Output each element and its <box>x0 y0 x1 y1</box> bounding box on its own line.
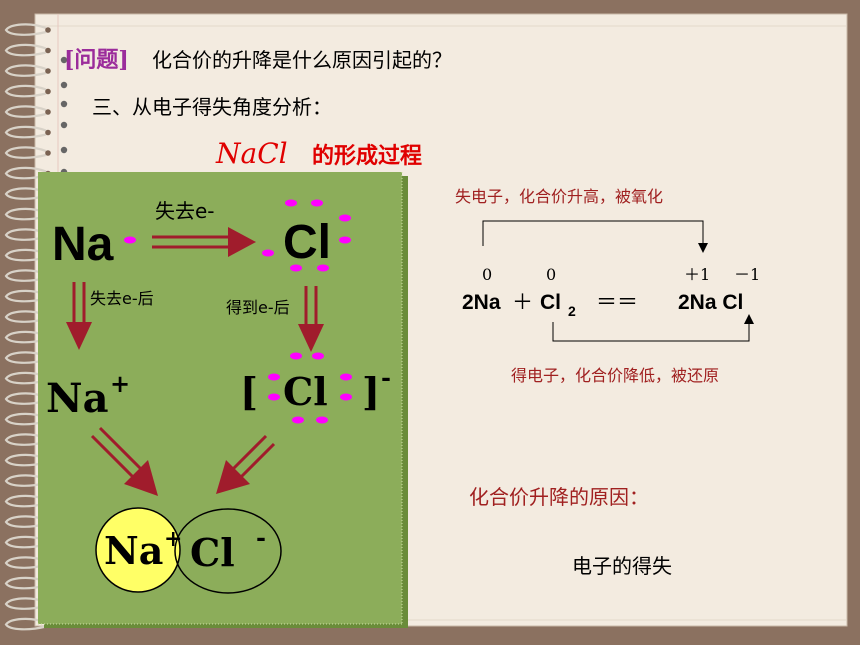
spiral-ring <box>4 351 47 364</box>
product-cl-ion-circle <box>174 508 282 594</box>
spiral-ring <box>4 289 47 303</box>
spiral-hole <box>45 27 51 33</box>
spiral-ring <box>4 433 47 446</box>
equation-rhs: 2Na Cl <box>678 291 743 314</box>
spiral-ring <box>4 64 47 77</box>
gain-electron-annotation: 得电子，化合价降低，被还原 <box>511 366 719 385</box>
bullet-dot <box>60 81 68 89</box>
reduction-bracket <box>552 314 754 342</box>
section-heading: 三、从电子得失角度分析： <box>92 95 332 119</box>
after-gain-label: 得到e-后 <box>226 298 290 317</box>
spiral-ring <box>4 617 47 631</box>
lose-electron-label: 失去e- <box>155 199 215 223</box>
spiral-binding <box>4 23 51 631</box>
spiral-hole <box>45 47 51 54</box>
question-text: 化合价的升降是什么原因引起的？ <box>152 48 452 72</box>
spiral-ring <box>4 392 47 405</box>
spiral-hole <box>45 150 51 156</box>
cl-ion-diagonal-arrow <box>216 434 276 494</box>
spiral-ring <box>4 23 47 36</box>
equation-arrow: ＝＝ <box>596 290 638 314</box>
cl-ion-charge: - <box>381 363 391 392</box>
question-tag: [问题] <box>64 47 129 73</box>
spiral-ring <box>4 453 47 467</box>
spiral-ring <box>4 207 47 221</box>
equation-plus: ＋ <box>512 290 533 314</box>
product-na-charge: + <box>164 526 182 552</box>
spiral-ring <box>4 125 47 139</box>
spiral-ring <box>4 269 47 282</box>
na-down-arrow <box>66 282 92 350</box>
spiral-hole <box>45 68 51 74</box>
spiral-ring <box>4 597 47 610</box>
bullet-dot <box>60 56 68 64</box>
spiral-ring <box>4 43 47 57</box>
cl-ion-open-bracket: [ <box>240 369 258 414</box>
cl-down-arrow <box>298 286 324 352</box>
spiral-ring <box>4 556 47 569</box>
product-na-ion-circle <box>95 507 181 593</box>
na-ion-diagonal-arrow <box>90 426 158 496</box>
product-cl-symbol: Cl <box>190 530 235 575</box>
reason-question: 化合价升降的原因： <box>469 485 649 509</box>
spiral-ring <box>4 105 47 118</box>
cl-ion-close-bracket: ] <box>362 369 380 414</box>
spiral-ring <box>4 166 47 180</box>
ox-state-cl: 0 <box>546 265 556 284</box>
cl-ion-symbol: Cl <box>283 369 328 414</box>
bullet-dot <box>60 100 68 108</box>
cl-electrons <box>262 199 351 272</box>
cl-atom: Cl <box>283 216 331 269</box>
bullet-dots <box>60 56 68 176</box>
bullet-dot <box>60 146 68 154</box>
na-atom: Na <box>52 218 114 271</box>
reason-answer: 电子的得失 <box>572 554 672 578</box>
spiral-ring <box>4 187 47 200</box>
spiral-ring <box>4 515 47 528</box>
spiral-ring <box>4 412 47 426</box>
board-edge <box>38 172 403 625</box>
bullet-dot <box>60 121 68 129</box>
spiral-ring <box>4 576 47 590</box>
spiral-ring <box>4 494 47 508</box>
ox-state-cl-product: －1 <box>734 265 760 284</box>
product-cl-charge: - <box>256 523 266 552</box>
spiral-ring <box>4 330 47 344</box>
spiral-ring <box>4 474 47 487</box>
spiral-ring <box>4 248 47 262</box>
spiral-hole <box>45 88 51 95</box>
spiral-ring <box>4 535 47 549</box>
na-ion-charge: + <box>110 369 130 398</box>
lose-electron-arrow <box>152 227 256 257</box>
equation-lhs-na: 2Na <box>462 291 501 314</box>
equation-lhs-cl-subscript: 2 <box>568 303 576 319</box>
equation-lhs-cl: Cl <box>540 291 561 314</box>
na-electron <box>124 236 136 244</box>
after-lose-label: 失去e-后 <box>90 289 154 308</box>
na-ion-symbol: Na <box>46 375 108 422</box>
spiral-ring <box>4 310 47 323</box>
spiral-ring <box>4 146 47 159</box>
oxidation-bracket <box>482 220 708 253</box>
title-formula: NaCl <box>215 137 288 170</box>
lose-electron-annotation: 失电子，化合价升高，被氧化 <box>455 187 663 206</box>
spiral-ring <box>4 84 47 98</box>
spiral-ring <box>4 228 47 241</box>
spiral-hole <box>45 109 51 115</box>
spiral-hole <box>45 129 51 136</box>
title-suffix: 的形成过程 <box>312 143 422 169</box>
cl-ion-electrons <box>268 352 352 424</box>
ox-state-na: 0 <box>482 265 492 284</box>
product-na-symbol: Na <box>104 528 163 573</box>
ox-state-na-product: ＋1 <box>684 265 710 284</box>
spiral-ring <box>4 371 47 385</box>
